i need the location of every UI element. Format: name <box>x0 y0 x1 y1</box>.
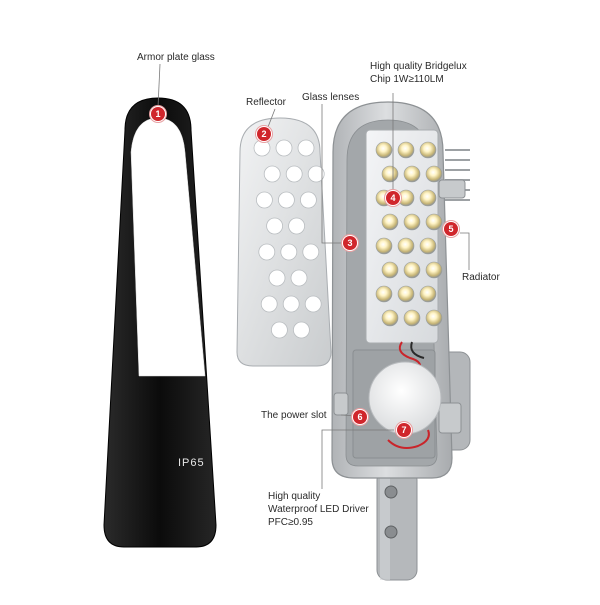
led-chip <box>397 285 415 303</box>
reflector-hole <box>302 243 320 261</box>
led-chip <box>419 189 437 207</box>
led-chip-array <box>375 141 443 327</box>
label-driver-line2: Waterproof LED Driver <box>268 504 369 515</box>
led-chip <box>397 189 415 207</box>
reflector-hole <box>258 243 276 261</box>
label-driver-line3: PFC≥0.95 <box>268 517 313 528</box>
badge-5: 5 <box>444 222 458 236</box>
reflector-hole <box>260 295 278 313</box>
led-chip <box>397 141 415 159</box>
reflector-hole <box>299 191 317 209</box>
label-reflector: Reflector <box>246 97 287 108</box>
led-chip <box>425 165 443 183</box>
label-glass-lenses: Glass lenses <box>302 92 360 103</box>
label-driver-line1: High quality <box>268 491 321 502</box>
leader-lines <box>157 63 470 489</box>
reflector-hole <box>270 321 288 339</box>
reflector-hole <box>288 217 306 235</box>
led-chip <box>425 261 443 279</box>
led-chip <box>381 309 399 327</box>
led-chip <box>375 237 393 255</box>
reflector-hole <box>307 165 325 183</box>
led-chip <box>375 141 393 159</box>
led-chip <box>381 165 399 183</box>
reflector-plate <box>236 117 332 367</box>
led-chip <box>419 285 437 303</box>
badge-3: 3 <box>343 236 357 250</box>
led-chip <box>397 237 415 255</box>
reflector-holes <box>253 139 325 339</box>
reflector-hole <box>297 139 315 157</box>
reflector-hole <box>266 217 284 235</box>
reflector-hole <box>292 321 310 339</box>
glass-ip-rating: IP65 <box>178 457 205 469</box>
badge-4: 4 <box>386 191 400 205</box>
lamp-housing <box>331 101 471 581</box>
label-chip-line2: Chip 1W≥110LM <box>370 74 444 85</box>
led-chip <box>403 213 421 231</box>
badge-6: 6 <box>353 410 367 424</box>
led-chip <box>381 213 399 231</box>
badge-2: 2 <box>257 127 271 141</box>
reflector-hole <box>290 269 308 287</box>
label-radiator: Radiator <box>462 272 500 283</box>
led-chip <box>403 309 421 327</box>
label-power-slot: The power slot <box>261 410 327 421</box>
reflector-hole <box>275 139 293 157</box>
label-chip-line1: High quality Bridgelux <box>370 61 467 72</box>
badge-1: 1 <box>151 107 165 121</box>
reflector-hole <box>282 295 300 313</box>
reflector-hole <box>255 191 273 209</box>
led-chip <box>425 213 443 231</box>
led-chip <box>381 261 399 279</box>
reflector-hole <box>253 139 271 157</box>
badge-7: 7 <box>397 423 411 437</box>
armor-plate-glass <box>103 97 217 548</box>
led-chip <box>425 309 443 327</box>
led-chip <box>375 285 393 303</box>
reflector-hole <box>277 191 295 209</box>
led-chip <box>419 237 437 255</box>
reflector-hole <box>268 269 286 287</box>
reflector-hole <box>304 295 322 313</box>
reflector-hole <box>280 243 298 261</box>
led-chip <box>403 261 421 279</box>
reflector-hole <box>285 165 303 183</box>
label-armor-plate-glass: Armor plate glass <box>137 52 215 63</box>
reflector-hole <box>263 165 281 183</box>
led-chip <box>419 141 437 159</box>
led-chip <box>403 165 421 183</box>
